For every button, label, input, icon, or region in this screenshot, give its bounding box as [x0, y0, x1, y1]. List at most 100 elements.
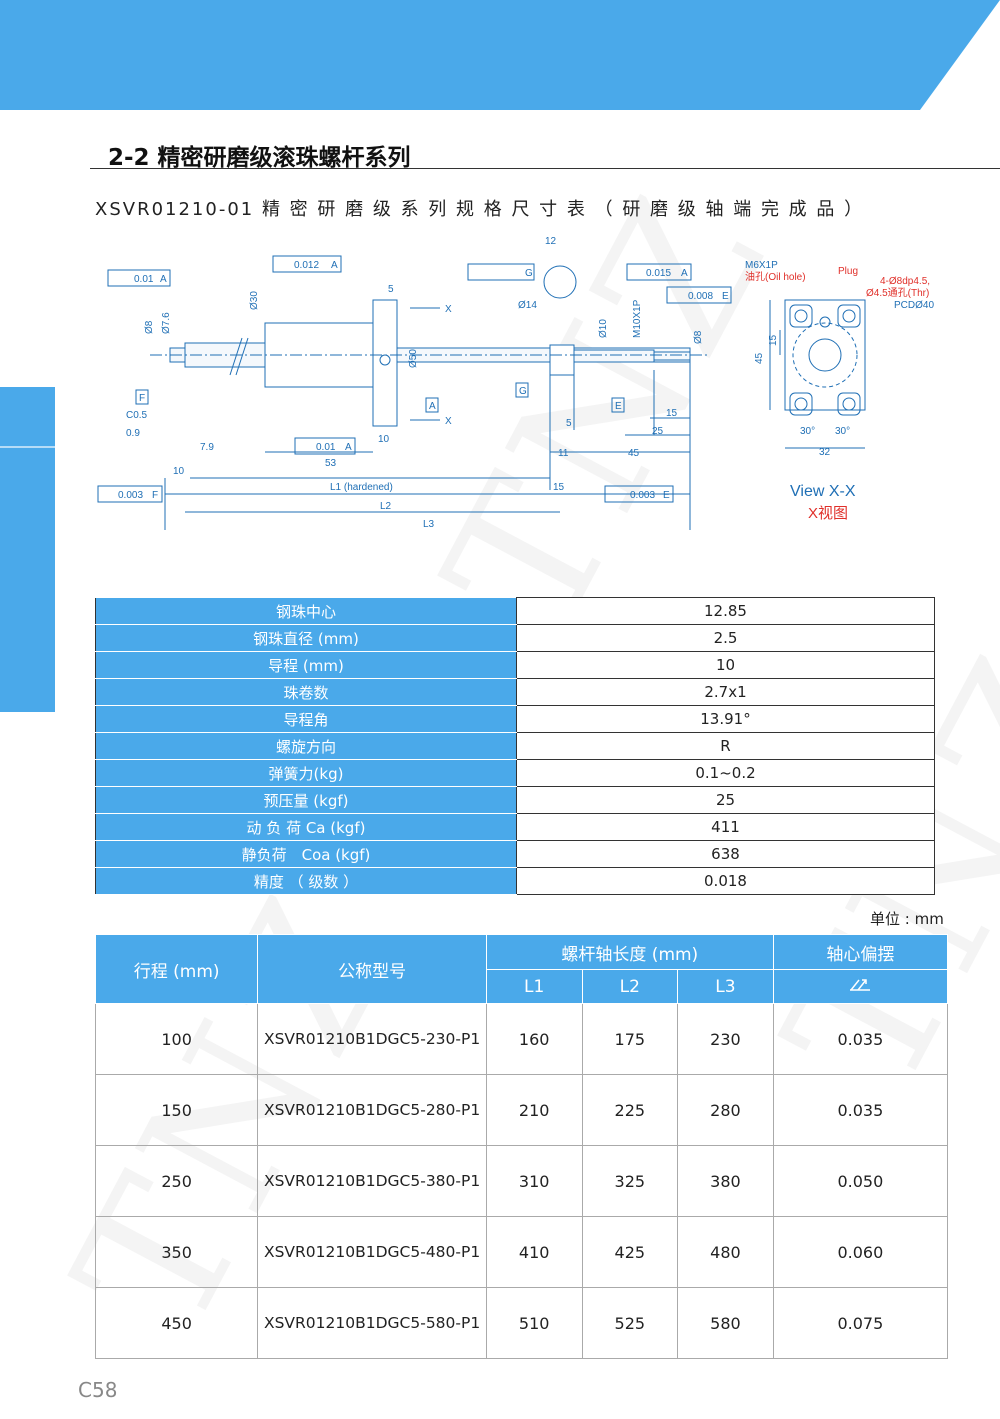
svg-text:0.01: 0.01: [316, 442, 336, 453]
spec-value: 10: [516, 651, 935, 679]
model-table: 行程 (mm) 公称型号 螺杆轴长度 (mm) 轴心偏摆 L1 L2 L3 10…: [94, 934, 949, 1359]
view-title-cn: X视图: [808, 505, 848, 522]
spec-label: 钢珠直径 (mm): [95, 624, 517, 652]
svg-text:5: 5: [388, 284, 394, 295]
spec-label: 弹簧力(kg): [95, 759, 517, 787]
spec-label: 预压量 (kgf): [95, 786, 517, 814]
svg-text:A: A: [681, 268, 688, 279]
cell-runout: 0.060: [772, 1216, 949, 1288]
cell-runout: 0.050: [772, 1145, 949, 1217]
view-title: View X-X: [790, 483, 856, 500]
technical-drawing: 0.01 A 0.012 A G 0.015 A 0.008 E 0.003 F…: [97, 236, 934, 530]
svg-text:Plug: Plug: [838, 266, 858, 277]
unit-label: 单位 : mm: [870, 910, 944, 928]
spec-row: 钢珠直径 (mm)2.5: [95, 624, 935, 652]
svg-text:油孔(Oil hole): 油孔(Oil hole): [745, 270, 806, 283]
cell-runout: 0.075: [772, 1287, 949, 1359]
svg-text:Ø14: Ø14: [518, 300, 537, 311]
cell-model: XSVR01210B1DGC5-380-P1: [257, 1145, 487, 1217]
svg-text:15: 15: [666, 408, 678, 419]
svg-text:L1 (hardened): L1 (hardened): [330, 482, 393, 493]
cell-l3: 480: [677, 1216, 774, 1288]
svg-text:L2: L2: [380, 501, 392, 512]
svg-text:E: E: [615, 401, 622, 412]
cell-l3: 380: [677, 1145, 774, 1217]
cell-stroke: 350: [94, 1216, 259, 1288]
spec-row: 静负荷 Coa (kgf)638: [95, 840, 935, 868]
spec-value: 0.1~0.2: [516, 759, 935, 787]
cell-l3: 230: [677, 1003, 774, 1075]
cell-l3: 580: [677, 1287, 774, 1359]
spec-value: 411: [516, 813, 935, 841]
svg-text:E: E: [663, 490, 670, 501]
spec-value: 13.91°: [516, 705, 935, 733]
cell-stroke: 150: [94, 1074, 259, 1146]
cell-l1: 310: [485, 1145, 583, 1217]
svg-text:0.9: 0.9: [126, 428, 140, 439]
svg-text:15: 15: [768, 334, 779, 346]
spec-value: 2.5: [516, 624, 935, 652]
svg-text:A: A: [345, 442, 352, 453]
svg-text:A: A: [160, 274, 167, 285]
spec-row: 精度 （ 级数 ）0.018: [95, 867, 935, 895]
header-l3: L3: [677, 969, 774, 1004]
tolerance-label: 0.01: [134, 274, 154, 285]
spec-value: 25: [516, 786, 935, 814]
cell-stroke: 250: [94, 1145, 259, 1217]
svg-text:7.9: 7.9: [200, 442, 214, 453]
page-number: C58: [78, 1378, 118, 1402]
cell-model: XSVR01210B1DGC5-280-P1: [257, 1074, 487, 1146]
svg-text:Ø7.6: Ø7.6: [161, 312, 172, 334]
header-length: 螺杆轴长度 (mm): [485, 934, 774, 970]
svg-text:0.003: 0.003: [118, 490, 143, 501]
svg-text:45: 45: [754, 352, 765, 364]
cell-l1: 210: [485, 1074, 583, 1146]
header-runout: 轴心偏摆: [772, 934, 949, 970]
svg-text:25: 25: [652, 426, 664, 437]
spec-value: 0.018: [516, 867, 935, 895]
svg-text:E: E: [722, 291, 729, 302]
svg-text:Ø30: Ø30: [249, 291, 260, 310]
spec-label: 钢珠中心: [95, 597, 517, 625]
cell-stroke: 100: [94, 1003, 259, 1075]
banner-corner-cut: [920, 0, 1000, 110]
svg-text:0.015: 0.015: [646, 268, 671, 279]
table-subtitle: XSVR01210-01 精 密 研 磨 级 系 列 规 格 尺 寸 表 （ 研…: [95, 199, 865, 220]
cell-l2: 325: [581, 1145, 679, 1217]
svg-text:0.003: 0.003: [630, 490, 655, 501]
svg-text:10: 10: [173, 466, 185, 477]
cell-l2: 225: [581, 1074, 679, 1146]
svg-text:11: 11: [558, 448, 569, 459]
cell-l2: 175: [581, 1003, 679, 1075]
runout-symbol-icon: [772, 969, 949, 1004]
svg-text:L3: L3: [423, 519, 435, 530]
spec-label: 珠卷数: [95, 678, 517, 706]
svg-text:X: X: [445, 304, 452, 315]
svg-text:M10X1P: M10X1P: [632, 299, 643, 338]
cell-model: XSVR01210B1DGC5-230-P1: [257, 1003, 487, 1075]
spec-row: 预压量 (kgf)25: [95, 786, 935, 814]
svg-text:Ø8: Ø8: [144, 320, 155, 334]
svg-text:32: 32: [819, 447, 831, 458]
svg-text:0.012: 0.012: [294, 260, 319, 271]
cell-l2: 425: [581, 1216, 679, 1288]
cell-l2: 525: [581, 1287, 679, 1359]
svg-text:C0.5: C0.5: [126, 410, 148, 421]
spec-value: R: [516, 732, 935, 760]
spec-row: 动 负 荷 Ca (kgf)411: [95, 813, 935, 841]
side-tab: [0, 387, 55, 712]
svg-text:45: 45: [628, 448, 640, 459]
cell-model: XSVR01210B1DGC5-580-P1: [257, 1287, 487, 1359]
cell-l3: 280: [677, 1074, 774, 1146]
svg-text:10: 10: [378, 434, 390, 445]
spec-value: 638: [516, 840, 935, 868]
svg-text:30°: 30°: [800, 426, 815, 437]
